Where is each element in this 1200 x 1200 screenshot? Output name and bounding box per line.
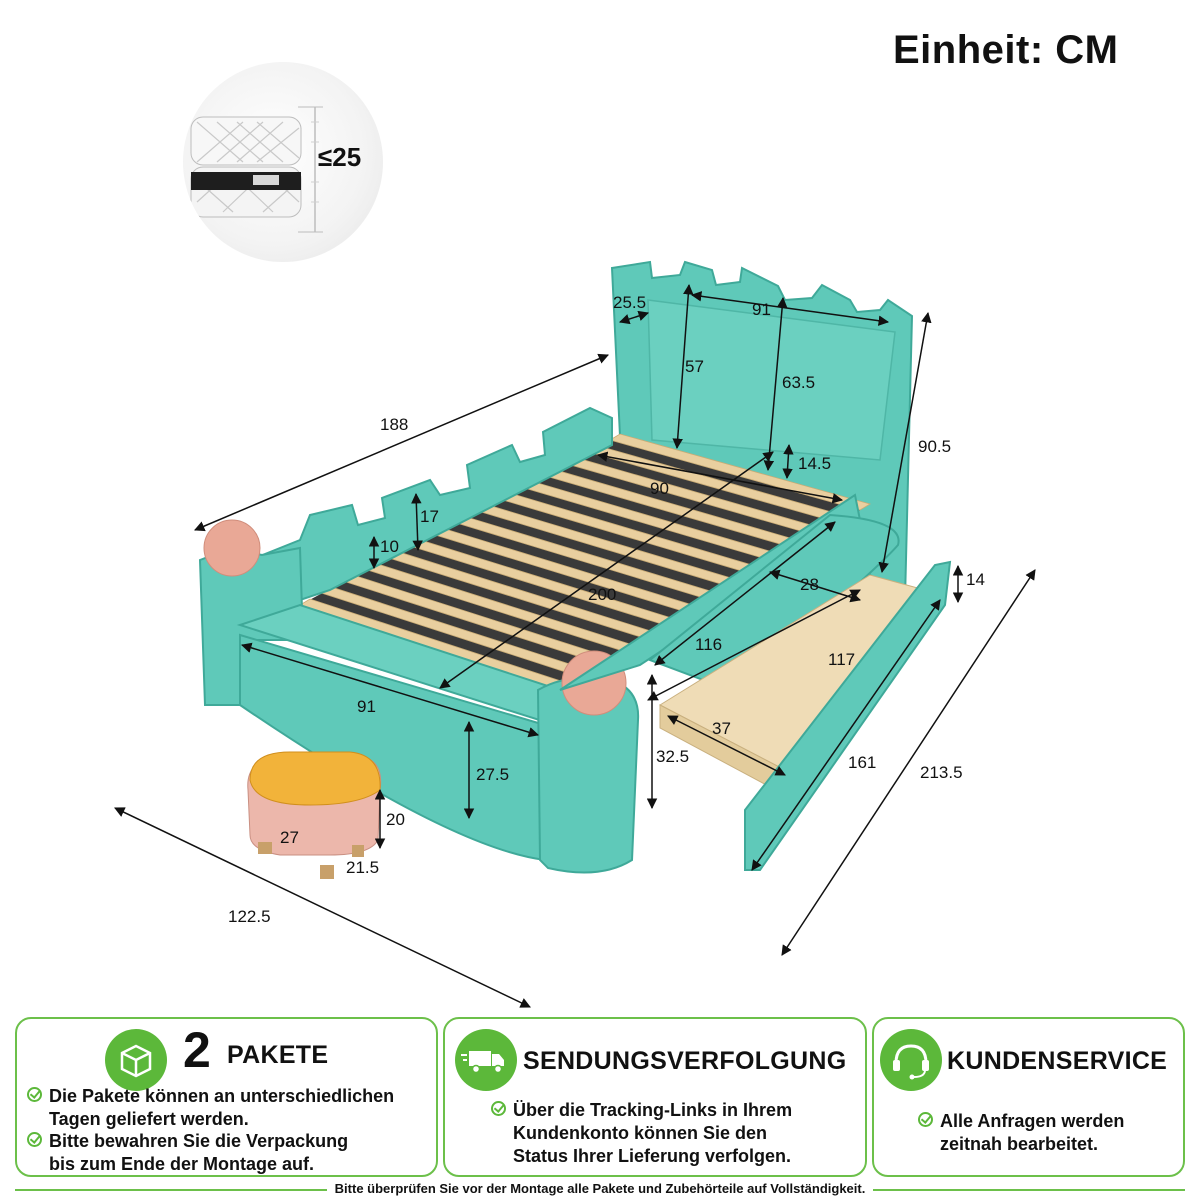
- mattress-icon: [190, 106, 323, 233]
- dim-bed-length: 200: [588, 585, 616, 604]
- delivery-truck-icon: [455, 1029, 517, 1091]
- dim-headboard-bottom-gap: 14.5: [798, 454, 831, 473]
- mattress-thickness-badge: [183, 62, 383, 262]
- dim-headboard-panel-height: 57: [685, 357, 704, 376]
- dim-headboard-top-height: 63.5: [782, 373, 815, 392]
- dim-side-rail-length: 188: [380, 415, 408, 434]
- footer-note-text: Bitte überprüfen Sie vor der Montage all…: [326, 1181, 874, 1196]
- dim-rail-notch-height: 17: [420, 507, 439, 526]
- dim-drawer-height: 32.5: [656, 747, 689, 766]
- packages-line-2: Tagen geliefert werden.: [49, 1109, 249, 1129]
- service-line-1: Alle Anfragen werden: [940, 1111, 1125, 1131]
- dim-stool-height: 20: [386, 810, 405, 829]
- panel-customer-service-title: KUNDENSERVICE: [947, 1047, 1168, 1075]
- dim-total-width: 122.5: [228, 907, 271, 926]
- dim-drawer-length: 117: [828, 650, 855, 669]
- dim-total-length: 213.5: [920, 763, 963, 782]
- dim-slat-width: 90: [650, 479, 669, 498]
- dim-total-height: 90.5: [918, 437, 951, 456]
- dim-footboard-width: 91: [357, 697, 376, 716]
- unit-title: Einheit: CM: [893, 28, 1119, 72]
- right-post: [536, 650, 640, 874]
- dim-headboard-inner-width: 91: [752, 300, 771, 319]
- check-icon: [491, 1101, 506, 1116]
- check-icon: [27, 1087, 42, 1102]
- dim-shelf-width: 28: [800, 575, 819, 594]
- dim-stool-width: 27: [280, 828, 299, 847]
- headset-icon: [880, 1029, 942, 1091]
- panel-customer-service: KUNDENSERVICE Alle Anfragen werden zeitn…: [872, 1017, 1185, 1177]
- packages-line-1: Die Pakete können an unterschiedlichen: [49, 1086, 395, 1106]
- check-icon: [918, 1112, 933, 1127]
- tracking-line-2: Kundenkonto können Sie den: [513, 1123, 768, 1143]
- dim-rail-notch-depth: 10: [380, 537, 399, 556]
- panel-packages-title: PAKETE: [227, 1041, 329, 1069]
- panel-tracking-title: SENDUNGSVERFOLGUNG: [523, 1047, 847, 1075]
- dim-headboard-depth: 25.5: [613, 293, 646, 312]
- footer-note: Bitte überprüfen Sie vor der Montage all…: [0, 1181, 1200, 1196]
- tracking-line-3: Status Ihrer Lieferung verfolgen.: [513, 1146, 792, 1166]
- panel-packages: 2 PAKETE Die Pakete können an unterschie…: [15, 1017, 438, 1177]
- mattress-thickness-label: ≤25: [318, 142, 362, 172]
- bed-dimension-diagram: 188 25.5 91 57 63.5 14.5 90.5 90 17 10 2…: [114, 260, 1036, 1008]
- package-count: 2: [183, 1022, 211, 1078]
- dim-stool-depth: 21.5: [346, 858, 379, 877]
- service-line-2: zeitnah bearbeitet.: [940, 1134, 1099, 1154]
- dim-drawer-front-length: 161: [848, 753, 876, 772]
- tracking-line-1: Über die Tracking-Links in Ihrem: [513, 1100, 793, 1120]
- package-box-icon: [105, 1029, 167, 1091]
- dim-footboard-height: 27.5: [476, 765, 509, 784]
- dim-drawer-width: 37: [712, 719, 731, 738]
- panel-tracking: SENDUNGSVERFOLGUNG Über die Tracking-Lin…: [443, 1017, 867, 1177]
- packages-line-3: Bitte bewahren Sie die Verpackung: [49, 1131, 349, 1151]
- check-icon: [27, 1132, 42, 1147]
- dim-drawer-front-height: 14: [966, 570, 985, 589]
- dim-shelf-length: 116: [695, 635, 722, 654]
- packages-line-4: bis zum Ende der Montage auf.: [49, 1154, 315, 1174]
